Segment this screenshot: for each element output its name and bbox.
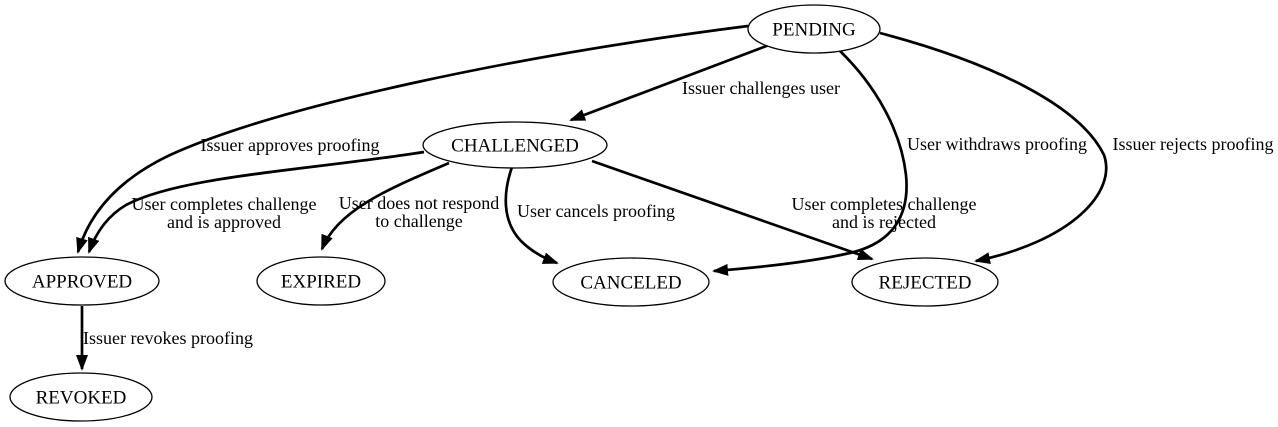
edge-approved-revoked-label: Issuer revokes proofing (83, 328, 253, 348)
edge-pending-challenged: Issuer challenges user (569, 43, 840, 122)
edge-challenged-rejected-label: User completes challenge (792, 194, 977, 214)
edge-pending-challenged-label: Issuer challenges user (682, 78, 840, 98)
edge-challenged-canceled-label: User cancels proofing (517, 201, 675, 221)
state-node-approved-label: APPROVED (32, 272, 132, 293)
state-node-canceled-label: CANCELED (580, 273, 681, 294)
state-node-expired-ellipse (256, 256, 386, 306)
state-node-approved: APPROVED (4, 256, 160, 306)
edge-challenged-rejected-label: and is rejected (832, 212, 936, 232)
state-node-challenged: CHALLENGED (422, 121, 608, 169)
edge-approved-revoked: Issuer revokes proofing (76, 306, 253, 371)
edge-pending-approved: Issuer approves proofing (76, 24, 749, 254)
edge-pending-rejected: Issuer rejects proofing (879, 31, 1274, 265)
edge-challenged-canceled: User cancels proofing (504, 166, 675, 265)
state-node-approved-ellipse (4, 256, 160, 306)
edge-pending-approved-line (76, 24, 749, 254)
edge-pending-approved-label: Issuer approves proofing (201, 135, 380, 155)
state-node-revoked: REVOKED (9, 372, 153, 422)
edge-pending-rejected-label: Issuer rejects proofing (1113, 134, 1274, 154)
state-node-canceled: CANCELED (552, 257, 710, 307)
edge-challenged-approved-label: User completes challenge (132, 194, 317, 214)
state-node-revoked-label: REVOKED (36, 388, 127, 409)
edge-pending-canceled: User withdraws proofing (712, 50, 1087, 276)
edge-pending-challenged-line (569, 43, 770, 122)
state-node-rejected-ellipse (851, 257, 999, 307)
edge-challenged-expired-line (320, 161, 450, 251)
edge-pending-rejected-line (879, 31, 1108, 265)
edge-challenged-canceled-line (504, 166, 559, 265)
state-node-rejected: REJECTED (851, 257, 999, 307)
state-node-rejected-label: REJECTED (879, 273, 972, 294)
edge-challenged-rejected-line (591, 159, 874, 261)
edge-challenged-approved-line (87, 150, 425, 254)
edge-challenged-approved-label: and is approved (167, 212, 281, 232)
edge-pending-canceled-line (712, 50, 908, 276)
state-node-canceled-ellipse (552, 257, 710, 307)
state-node-pending: PENDING (747, 4, 881, 54)
edge-challenged-expired-label: User does not respond (339, 193, 499, 213)
state-node-pending-ellipse (747, 4, 881, 54)
edge-pending-canceled-label: User withdraws proofing (907, 134, 1087, 154)
edge-challenged-expired-label: to challenge (375, 211, 462, 231)
state-node-pending-label: PENDING (772, 20, 856, 41)
state-node-challenged-label: CHALLENGED (451, 136, 579, 157)
state-node-revoked-ellipse (9, 372, 153, 422)
state-node-expired-label: EXPIRED (281, 272, 361, 293)
state-node-expired: EXPIRED (256, 256, 386, 306)
state-node-challenged-ellipse (422, 121, 608, 169)
